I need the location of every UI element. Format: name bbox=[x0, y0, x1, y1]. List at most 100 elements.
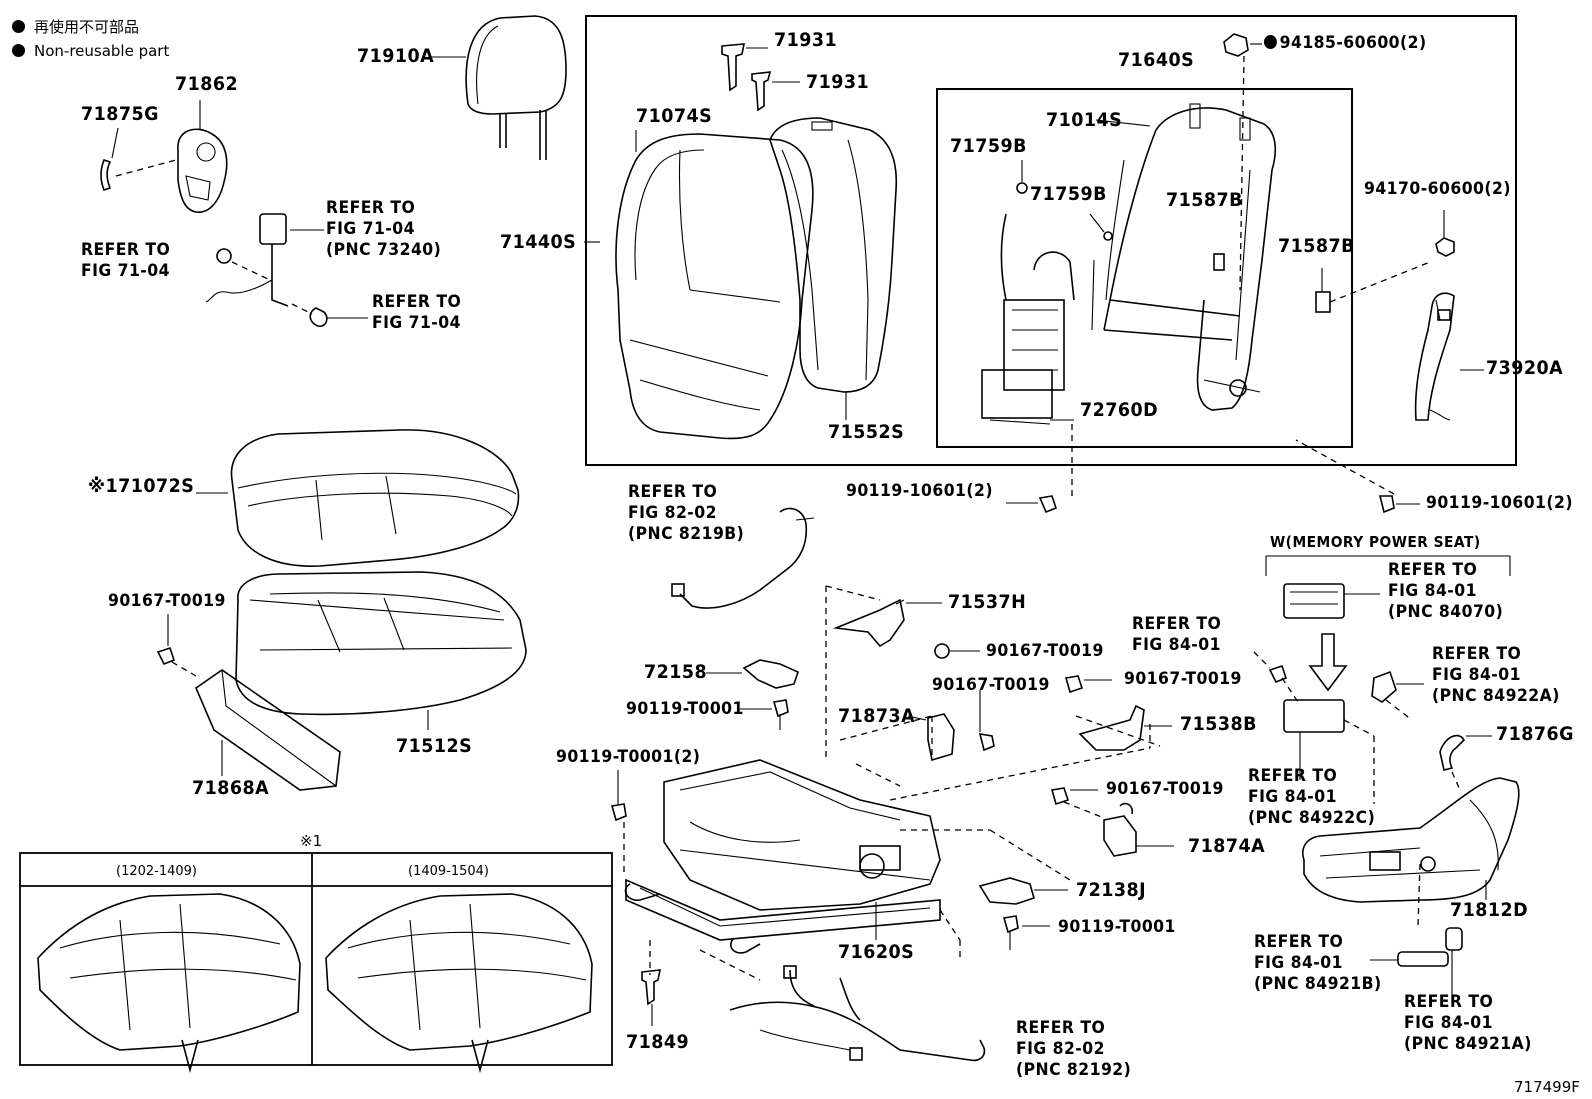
cover-71862 bbox=[100, 100, 228, 213]
lumbar-support-72760D bbox=[981, 213, 1095, 425]
label-90167-T0019-b: 90167-T0019 bbox=[986, 641, 1104, 661]
label-refer-fig8401-pnc84921B: REFER TO FIG 84-01 (PNC 84921B) bbox=[1254, 932, 1382, 994]
label-71875G: 71875G bbox=[81, 103, 159, 125]
label-71620S: 71620S bbox=[838, 941, 915, 963]
label-refer-fig8202-pnc8219B: REFER TO FIG 82-02 (PNC 8219B) bbox=[628, 482, 745, 544]
label-90119-T0001-b: 90119-T0001 bbox=[1058, 917, 1176, 937]
legend-en-text: Non-reusable part bbox=[34, 42, 170, 60]
label-73920A: 73920A bbox=[1486, 357, 1564, 379]
bracket-71874A bbox=[1063, 801, 1174, 857]
label-71876G: 71876G bbox=[1496, 723, 1574, 745]
variant-table bbox=[19, 852, 613, 1066]
label-refer-fig8401-pnc84070: REFER TO FIG 84-01 (PNC 84070) bbox=[1388, 560, 1504, 622]
seatback-group-frame bbox=[585, 15, 1517, 466]
headrest-71910A bbox=[430, 15, 567, 160]
switch-84921B bbox=[1370, 951, 1449, 967]
side-cover-73920A bbox=[1414, 292, 1484, 421]
non-reusable-bullet-icon bbox=[12, 44, 25, 57]
trim-71868A bbox=[195, 669, 341, 791]
label-71072S: ※171072S bbox=[88, 475, 195, 497]
variant-a-header: (1202-1409) bbox=[116, 864, 198, 879]
label-71538B: 71538B bbox=[1180, 713, 1257, 735]
legend-jp-text: 再使用不可部品 bbox=[34, 18, 140, 36]
pin-71849 bbox=[641, 969, 661, 1026]
label-71873A: 71873A bbox=[838, 705, 916, 727]
seatback-frame-71014S bbox=[1095, 103, 1277, 411]
label-72760D: 72760D bbox=[1080, 399, 1159, 421]
bolt-90119-T0001-b bbox=[1002, 915, 1050, 950]
pin-71931 bbox=[721, 43, 800, 112]
label-71587B-a: 71587B bbox=[1166, 189, 1243, 211]
label-71759B-b: 71759B bbox=[1030, 183, 1107, 205]
label-71868A: 71868A bbox=[192, 777, 270, 799]
label-71512S: 71512S bbox=[396, 735, 473, 757]
bracket-71538B bbox=[1075, 704, 1172, 751]
label-72138J: 72138J bbox=[1076, 879, 1147, 901]
nut-94170 bbox=[1435, 210, 1455, 257]
knob-71876G bbox=[1439, 734, 1492, 791]
label-71849: 71849 bbox=[626, 1031, 690, 1053]
label-71910A: 71910A bbox=[357, 45, 435, 67]
label-71812D: 71812D bbox=[1450, 899, 1529, 921]
bracket-71537H bbox=[832, 598, 942, 648]
label-90167-T0019-e: 90167-T0019 bbox=[1106, 779, 1224, 799]
harness-82192 bbox=[729, 965, 986, 1062]
figure-id: 717499F bbox=[1514, 1078, 1580, 1096]
non-reusable-bullet-icon bbox=[12, 20, 25, 33]
label-refer-fig8401-a: REFER TO FIG 84-01 bbox=[1132, 614, 1222, 655]
label-71862: 71862 bbox=[175, 73, 239, 95]
variant-cushion-b bbox=[325, 893, 593, 1074]
seatback-frame-subgroup-frame bbox=[936, 88, 1353, 448]
label-refer-fig8401-pnc84921A: REFER TO FIG 84-01 (PNC 84921A) bbox=[1404, 992, 1532, 1054]
label-71931-b: 71931 bbox=[806, 71, 870, 93]
label-refer-fig7104-a: REFER TO FIG 71-04 bbox=[81, 240, 171, 281]
label-refer-fig7104-pnc73240: REFER TO FIG 71-04 (PNC 73240) bbox=[326, 198, 442, 260]
seat-adjuster-71620S bbox=[623, 585, 1151, 981]
seatback-cover-71440S bbox=[584, 117, 898, 393]
harness-8219B bbox=[671, 507, 815, 609]
label-71931-a: 71931 bbox=[774, 29, 838, 51]
label-94185-text: 94185-60600(2) bbox=[1279, 33, 1427, 53]
label-refer-fig8202-pnc82192: REFER TO FIG 82-02 (PNC 82192) bbox=[1016, 1018, 1132, 1080]
label-71074S: 71074S bbox=[636, 105, 713, 127]
label-94170: 94170-60600(2) bbox=[1364, 179, 1511, 199]
legend-jp: 再使用不可部品 bbox=[12, 18, 139, 36]
label-94185: 94185-60600(2) bbox=[1264, 34, 1427, 52]
label-71640S: 71640S bbox=[1118, 49, 1195, 71]
switch-84922A bbox=[1371, 670, 1424, 721]
label-refer-fig7104-b: REFER TO FIG 71-04 bbox=[372, 292, 462, 333]
bolt-90167-T0019-d bbox=[1050, 787, 1098, 806]
label-90167-T0019-d: 90167-T0019 bbox=[1124, 669, 1242, 689]
bracket-72138J bbox=[978, 877, 1068, 905]
label-72158: 72158 bbox=[644, 661, 708, 683]
non-reusable-bullet-icon bbox=[1264, 35, 1277, 49]
label-refer-fig8401-pnc84922C: REFER TO FIG 84-01 (PNC 84922C) bbox=[1248, 766, 1376, 828]
seat-shield-71812D bbox=[1302, 777, 1520, 927]
label-90119-10601-b: 90119-10601(2) bbox=[1426, 493, 1573, 513]
label-71587B-b: 71587B bbox=[1278, 235, 1355, 257]
variant-cushion-a bbox=[37, 893, 301, 1074]
bolt-90167-T0019-a bbox=[934, 643, 980, 659]
memory-seat-group bbox=[1253, 555, 1511, 804]
seatback-pad-71074S bbox=[615, 130, 814, 440]
label-90167-T0019-a: 90167-T0019 bbox=[108, 591, 226, 611]
switch-84921A bbox=[1445, 927, 1463, 996]
seat-cushion-pad-71512S bbox=[235, 571, 527, 730]
label-71552S: 71552S bbox=[828, 421, 905, 443]
screw-90167-T0019-left bbox=[156, 614, 197, 677]
label-71014S: 71014S bbox=[1046, 109, 1123, 131]
label-90119-T0001-a: 90119-T0001 bbox=[626, 699, 744, 719]
label-90119-T0001-2: 90119-T0001(2) bbox=[556, 747, 701, 767]
legend-en: Non-reusable part bbox=[12, 42, 169, 60]
seat-cushion-cover-71072S bbox=[196, 429, 520, 567]
seat-belt-buckle bbox=[205, 213, 368, 328]
label-90119-10601-a: 90119-10601(2) bbox=[846, 481, 993, 501]
bolt-90167-T0019-c bbox=[1064, 675, 1112, 694]
label-71537H: 71537H bbox=[948, 591, 1027, 613]
label-refer-fig8401-pnc84922A: REFER TO FIG 84-01 (PNC 84922A) bbox=[1432, 644, 1560, 706]
bracket-71873A bbox=[907, 690, 995, 762]
label-71440S: 71440S bbox=[500, 231, 577, 253]
label-90167-T0019-c: 90167-T0019 bbox=[932, 675, 1050, 695]
variant-b-header: (1409-1504) bbox=[408, 864, 490, 879]
